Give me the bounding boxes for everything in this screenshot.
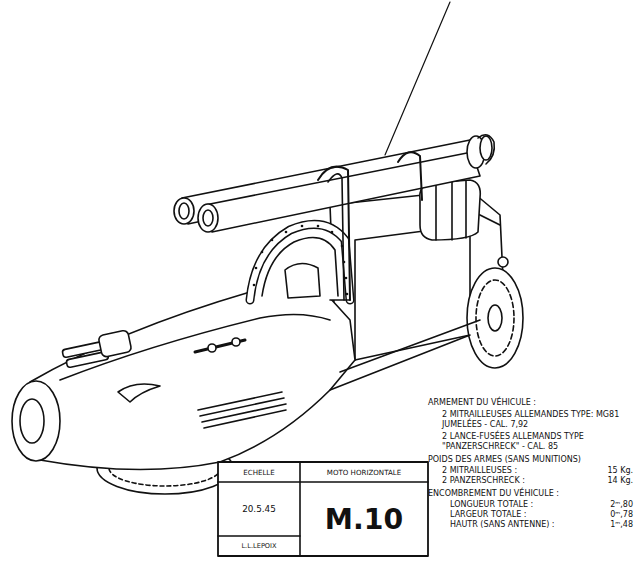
spec-heading: ARMEMENT DU VÉHICULE : (428, 398, 633, 408)
spec-name: 2 PANZERSCHRECK : (442, 476, 525, 486)
spec-heading: POIDS DES ARMES (SANS MUNITIONS) (428, 455, 633, 465)
title-block-text: M.10 (325, 503, 403, 536)
title-block-text: 20.5.45 (242, 504, 276, 514)
title-block-text: ECHELLE (243, 468, 275, 477)
title-block-cell: L.L.LEPOIX (218, 536, 300, 556)
spec-note: 2 MITRAILLEUSES ALLEMANDES TYPE: MG81 JU… (442, 410, 633, 430)
spec-notes: ARMEMENT DU VÉHICULE : 2 MITRAILLEUSES AL… (428, 398, 633, 530)
title-block-cell: MOTO HORIZONTALE (300, 462, 428, 482)
note-line: 2 MITRAILLEUSES ALLEMANDES TYPE: MG81 JU… (442, 410, 633, 430)
spec-value: 14 Kg. (607, 476, 633, 486)
spec-value: 0ᵐ,78 (610, 510, 633, 520)
title-block-text: MOTO HORIZONTALE (327, 468, 401, 477)
title-block-cell: 20.5.45 (218, 482, 300, 536)
title-block-cell: M.10 (300, 482, 428, 556)
title-block-text: L.L.LEPOIX (241, 542, 276, 550)
note-line: 2 LANCE-FUSÉES ALLEMANDS TYPE "PANZERSCH… (442, 432, 633, 452)
spec-value: 1ᵐ,48 (610, 520, 633, 530)
note-line: 2 PANZERSCHRECK : 14 Kg. (442, 476, 633, 486)
spec-name: LONGUEUR TOTALE : (450, 500, 533, 510)
note-line: ENCOMBREMENT DU VÉHICULE : (428, 489, 633, 499)
note-line: LONGUEUR TOTALE : 2ᵐ,80 (450, 500, 633, 510)
note-line: HAUTR (SANS ANTENNE) : 1ᵐ,48 (450, 520, 633, 530)
title-block-cell: ECHELLE (218, 462, 300, 482)
note-line: LARGEUR TOTALE : 0ᵐ,78 (450, 510, 633, 520)
note-line: 2 MITRAILLEUSES : 15 Kg. (442, 466, 633, 476)
spec-note: 2 LANCE-FUSÉES ALLEMANDS TYPE "PANZERSCH… (442, 432, 633, 452)
note-line: POIDS DES ARMES (SANS MUNITIONS) (428, 455, 633, 465)
spec-name: HAUTR (SANS ANTENNE) : (450, 520, 555, 530)
spec-value: 15 Kg. (607, 466, 633, 476)
spec-name: LARGEUR TOTALE : (450, 510, 527, 520)
spec-value: 2ᵐ,80 (610, 500, 633, 510)
note-line: ARMEMENT DU VÉHICULE : (428, 398, 633, 408)
spec-name: 2 MITRAILLEUSES : (442, 466, 517, 476)
spec-heading: ENCOMBREMENT DU VÉHICULE : (428, 489, 633, 499)
